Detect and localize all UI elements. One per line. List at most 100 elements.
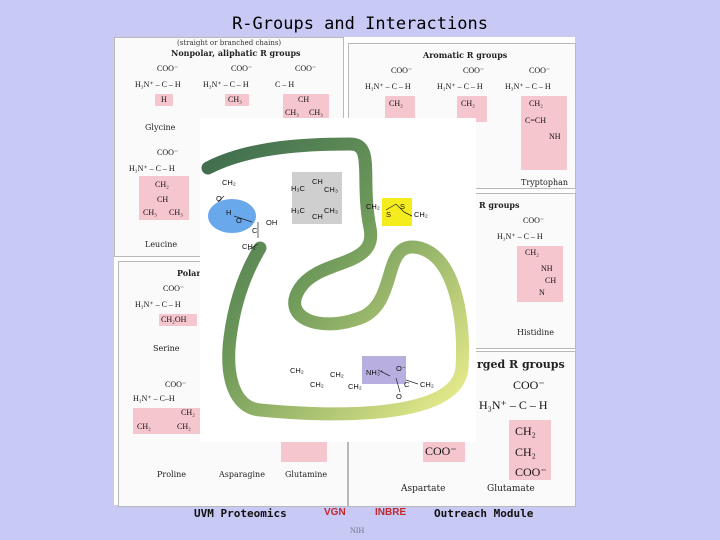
his-h3n: H₃N⁺ bbox=[497, 232, 516, 241]
alanine-coo: COO⁻ bbox=[231, 64, 252, 74]
vgn-logo: VGN bbox=[324, 507, 346, 518]
leucine-name: Leucine bbox=[145, 240, 177, 249]
pro-backbone: H₃N⁺ – C–H bbox=[133, 394, 175, 404]
ser-coo: COO⁻ bbox=[163, 284, 184, 294]
oh-label: OH bbox=[266, 218, 277, 227]
his-nh: NH bbox=[541, 264, 553, 274]
c-label-a: C bbox=[252, 226, 257, 235]
polar-title: Polar bbox=[177, 268, 201, 278]
glu-backbone: H₃N⁺ – C – H bbox=[479, 398, 548, 412]
pro-ch2-c: CH₂ bbox=[177, 422, 191, 432]
alanine-h: H bbox=[243, 80, 249, 89]
c-label-b: C bbox=[404, 380, 409, 389]
glycine-c: C bbox=[162, 80, 167, 89]
ch2-label-e: CH₂ bbox=[290, 366, 304, 375]
ser-h: H bbox=[175, 300, 181, 309]
tryptophan-name: Tryptophan bbox=[521, 178, 568, 187]
pro-ch2-b: CH₂ bbox=[137, 422, 151, 432]
ch2-label-i: CH₂ bbox=[420, 380, 434, 389]
ch2-label-f: CH₂ bbox=[310, 380, 324, 389]
s-label-a: S bbox=[386, 210, 391, 219]
tyr-h3n: H₃N⁺ bbox=[437, 82, 456, 91]
footer-left: UVM Proteomics bbox=[194, 507, 287, 520]
glu-h: H bbox=[539, 398, 548, 412]
trp-ch: CH bbox=[535, 116, 546, 125]
phe-h: H bbox=[405, 82, 411, 91]
valine-h: H bbox=[288, 80, 294, 89]
phe-coo: COO⁻ bbox=[391, 66, 412, 76]
proline-name: Proline bbox=[157, 470, 186, 479]
positive-title: R groups bbox=[479, 200, 520, 210]
aromatic-title: Aromatic R groups bbox=[423, 50, 507, 60]
ch2-label-b: CH₂ bbox=[242, 242, 256, 251]
glutamate-name: Glutamate bbox=[487, 484, 535, 494]
his-h: H bbox=[537, 232, 543, 241]
o-label-d: O bbox=[396, 392, 402, 401]
o-label-b: O bbox=[236, 216, 242, 225]
asp-coo-side: COO⁻ bbox=[425, 444, 457, 458]
slide-title: R-Groups and Interactions bbox=[0, 14, 720, 34]
ch3-label-b: CH₃ bbox=[324, 206, 338, 215]
trp-c-ch: C=CH bbox=[525, 116, 546, 126]
h3c-label-a: H₃C bbox=[291, 184, 305, 193]
leucine-c: C bbox=[156, 164, 161, 173]
glutamine-name: Glutamine bbox=[285, 470, 327, 479]
alanine-r-label: CH₃ bbox=[228, 95, 242, 105]
valine-ch3-a: CH₃ bbox=[285, 108, 299, 118]
phe-c: C bbox=[392, 82, 397, 91]
trp-h: H bbox=[545, 82, 551, 91]
ch2-label-h: CH₂ bbox=[348, 382, 362, 391]
trp-nh: NH bbox=[549, 132, 561, 142]
valine-backbone: C – H bbox=[275, 80, 294, 90]
phe-ch2: CH₂ bbox=[389, 99, 403, 109]
ch-label-b: CH bbox=[312, 212, 323, 221]
valine-ch: CH bbox=[298, 95, 309, 105]
trp-h3n: H₃N⁺ bbox=[505, 82, 524, 91]
serine-name: Serine bbox=[153, 344, 179, 353]
histidine-name: Histidine bbox=[517, 328, 554, 337]
ser-c: C bbox=[162, 300, 167, 309]
peptide-chain-svg bbox=[200, 118, 476, 442]
tyr-backbone: H₃N⁺ – C – H bbox=[437, 82, 483, 92]
leucine-backbone: H₃N⁺ – C – H bbox=[129, 164, 175, 174]
trp-backbone: H₃N⁺ – C – H bbox=[505, 82, 551, 92]
pro-coo: COO⁻ bbox=[165, 380, 186, 390]
his-n: N bbox=[539, 288, 545, 298]
glu-ch2-b: CH₂ bbox=[515, 445, 536, 459]
tyr-coo: COO⁻ bbox=[463, 66, 484, 76]
gln-r-group bbox=[281, 440, 327, 462]
pro-h2n: H₃N⁺ bbox=[133, 394, 152, 403]
leucine-h3n: H₃N⁺ bbox=[129, 164, 148, 173]
glycine-r-label: H bbox=[161, 95, 167, 105]
o-label-c: O⁻ bbox=[396, 364, 406, 373]
s-label-b: S bbox=[400, 202, 405, 211]
leucine-h: H bbox=[169, 164, 175, 173]
nonpolar-title: Nonpolar, aliphatic R groups bbox=[171, 48, 301, 58]
trp-ch2: CH₂ bbox=[529, 99, 543, 109]
glu-coo-side: COO⁻ bbox=[515, 465, 547, 479]
alanine-backbone: H₃N⁺ – C – H bbox=[203, 80, 249, 90]
glycine-name: Glycine bbox=[145, 123, 175, 132]
valine-c: C bbox=[275, 80, 280, 89]
phe-backbone: H₃N⁺ – C – H bbox=[365, 82, 411, 92]
interaction-diagram: CH₂ O H O C OH CH₂ H₃C CH CH₃ H₃C CH₃ CH… bbox=[200, 118, 476, 442]
glycine-h3n: H₃N⁺ bbox=[135, 80, 154, 89]
glycine-backbone: H₃N⁺ – C – H bbox=[135, 80, 181, 90]
his-c: C bbox=[524, 232, 529, 241]
trp-coo: COO⁻ bbox=[529, 66, 550, 76]
ser-ch2oh: CH₂OH bbox=[161, 315, 186, 325]
ch2-label-d: CH₂ bbox=[414, 210, 428, 219]
alanine-c: C bbox=[230, 80, 235, 89]
leucine-ch3-b: CH₃ bbox=[169, 208, 183, 218]
glycine-coo: COO⁻ bbox=[157, 64, 178, 74]
glu-ch2-a: CH₂ bbox=[515, 424, 536, 438]
nih-logo: NIH bbox=[350, 526, 364, 535]
glu-h3n: H₃N⁺ bbox=[479, 398, 507, 412]
h3c-label-b: H₃C bbox=[291, 206, 305, 215]
glu-c: C bbox=[519, 398, 527, 412]
glycine-h: H bbox=[175, 80, 181, 89]
ch2-label-c: CH₂ bbox=[366, 202, 380, 211]
his-ch: CH bbox=[545, 276, 556, 286]
ser-h3n: H₃N⁺ bbox=[135, 300, 154, 309]
his-coo: COO⁻ bbox=[523, 216, 544, 226]
